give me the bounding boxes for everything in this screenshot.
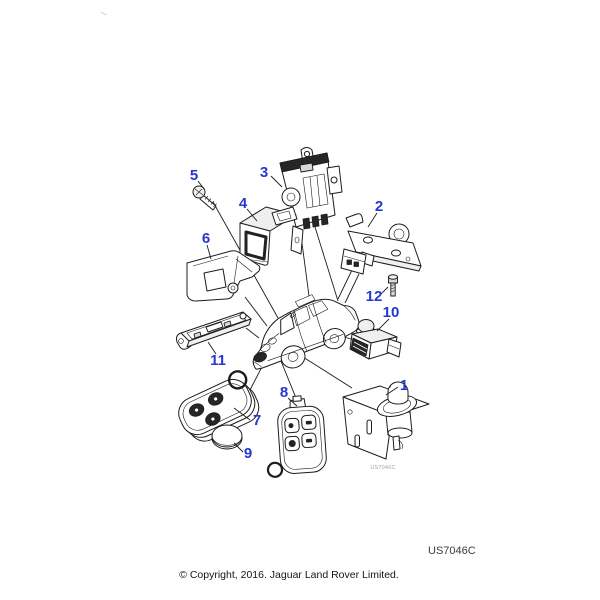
key-ring xyxy=(227,370,248,390)
callout-label-9[interactable]: 9 xyxy=(244,445,252,462)
key-fob-remote-drawing xyxy=(178,370,260,442)
relay-switch-drawing xyxy=(239,206,304,266)
callout-label-1[interactable]: 1 xyxy=(400,377,408,394)
callout-label-5[interactable]: 5 xyxy=(190,167,198,184)
sensor-bracket-drawing xyxy=(340,213,422,275)
callout-label-7[interactable]: 7 xyxy=(253,412,261,429)
plunger-switch-bracket-drawing xyxy=(342,381,430,460)
windshield xyxy=(280,312,295,336)
callout-label-12[interactable]: 12 xyxy=(366,288,383,305)
callout-label-10[interactable]: 10 xyxy=(383,304,400,321)
callout-label-4[interactable]: 4 xyxy=(239,195,248,212)
callout-label-6[interactable]: 6 xyxy=(202,230,210,247)
callout-label-11[interactable]: 11 xyxy=(210,352,226,369)
headlight xyxy=(260,343,271,352)
car-body-drawing xyxy=(252,294,360,370)
battery-drawing xyxy=(211,424,243,450)
headlight xyxy=(268,337,277,345)
dome-switch-drawing xyxy=(349,319,402,360)
callout-label-8[interactable]: 8 xyxy=(280,384,288,401)
figure-code: US7046C xyxy=(428,545,476,557)
side-mirror xyxy=(289,311,297,319)
sunroof xyxy=(294,294,316,308)
registration-mark xyxy=(100,11,107,16)
part-code-watermark: US7046C xyxy=(370,465,395,471)
bolt-drawing xyxy=(388,274,398,297)
key-fob-remote-4button-drawing xyxy=(266,395,327,478)
key-ring xyxy=(266,461,284,478)
receiver-module-drawing xyxy=(176,311,252,350)
rear-wheel xyxy=(322,328,346,350)
trim-bracket-drawing xyxy=(186,250,261,302)
callout-leader-lines xyxy=(197,175,399,453)
front-wheel xyxy=(280,345,306,369)
callout-label-2[interactable]: 2 xyxy=(375,198,383,215)
screw-drawing xyxy=(192,185,217,211)
copyright-notice: © Copyright, 2016. Jaguar Land Rover Lim… xyxy=(179,569,399,581)
grille xyxy=(253,351,267,363)
callout-label-3[interactable]: 3 xyxy=(260,164,268,181)
